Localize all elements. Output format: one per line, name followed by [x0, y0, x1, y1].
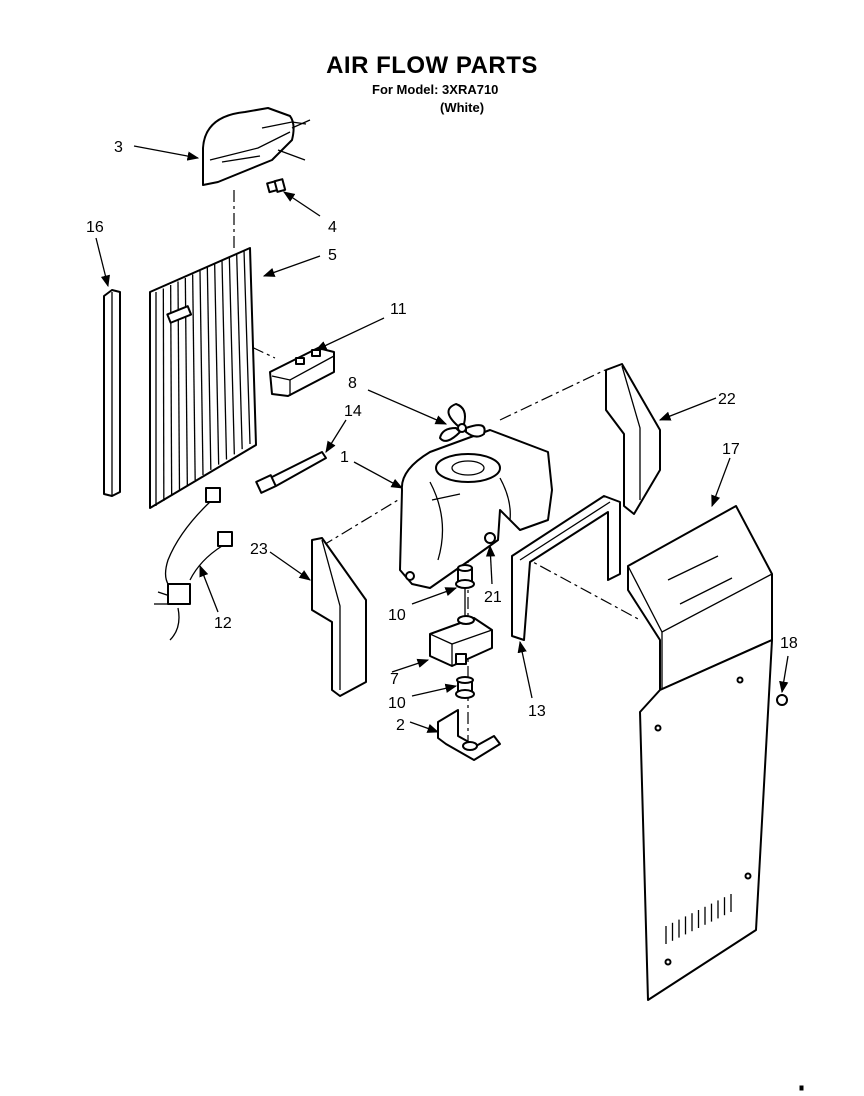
panel-fin	[243, 249, 251, 445]
panel-fin	[228, 256, 235, 455]
callout-13: 13	[528, 703, 546, 720]
leader-lines	[95, 145, 789, 733]
callout-11: 11	[390, 301, 407, 318]
callout-17: 17	[722, 441, 740, 458]
part-3-duct-cover	[202, 107, 311, 186]
part-18-screw	[776, 694, 788, 706]
part-5-evaporator-panel	[149, 247, 257, 509]
panel-fin	[236, 253, 243, 450]
panel-fin	[221, 260, 228, 460]
callout-12: 12	[214, 615, 232, 632]
callout-1: 1	[340, 449, 349, 466]
panel-fin	[199, 270, 204, 476]
part-16-seal-strip	[103, 289, 121, 497]
callout-7: 7	[390, 671, 399, 688]
callout-labels: 3 4 5 16 11 8 14 1 22 17 23 12 10 21 13 …	[86, 139, 798, 734]
part-10-lower-grommet	[455, 676, 475, 699]
part-7-fan-motor	[429, 615, 493, 667]
part-1-fan-housing	[399, 429, 553, 589]
callout-2: 2	[396, 717, 405, 734]
part-17-rear-duct	[627, 505, 773, 1001]
part-14-cable-tie	[255, 451, 327, 494]
callout-22: 22	[718, 391, 736, 408]
panel-fin	[206, 267, 212, 470]
panel-fin	[162, 288, 165, 501]
part-23-side-baffle	[311, 537, 367, 697]
part-10-upper-grommet	[455, 564, 475, 620]
callout-10-upper: 10	[388, 607, 406, 624]
part-12-wiring-harness	[154, 487, 233, 641]
part-11-bracket	[269, 347, 335, 397]
part-2-motor-bracket	[437, 709, 501, 761]
callout-5: 5	[328, 247, 337, 264]
part-8-fan-blade	[439, 403, 486, 442]
callout-10-lower: 10	[388, 695, 406, 712]
callout-4: 4	[328, 219, 337, 236]
callout-8: 8	[348, 375, 357, 392]
page-title: AIR FLOW PARTS	[326, 52, 538, 79]
callout-16: 16	[86, 219, 104, 236]
callout-21: 21	[484, 589, 502, 606]
part-22-rear-baffle	[605, 363, 661, 515]
model-label: For Model: 3XRA710	[372, 82, 499, 97]
callout-18: 18	[780, 635, 798, 652]
panel-fin	[214, 263, 220, 465]
part-21-screw	[484, 532, 496, 544]
corner-mark	[799, 1085, 804, 1091]
variant-label: (White)	[440, 100, 485, 115]
panel-fin	[192, 274, 196, 481]
callout-23: 23	[250, 541, 268, 558]
part-13-u-channel	[511, 495, 621, 641]
callout-14: 14	[344, 403, 362, 420]
callout-3: 3	[114, 139, 123, 156]
part-4-screw	[266, 178, 287, 194]
